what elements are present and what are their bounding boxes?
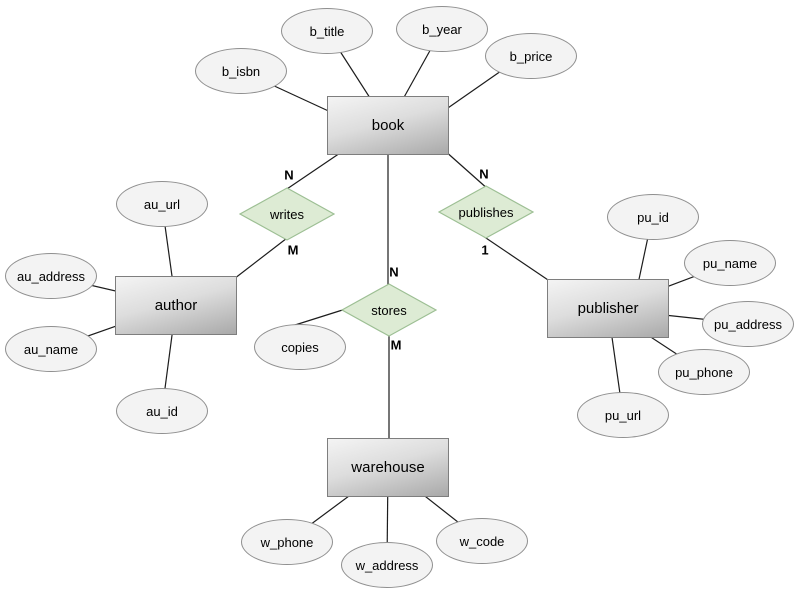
edge-book-writes <box>280 150 344 194</box>
attribute-pu-address: pu_address <box>702 301 794 347</box>
relationship-writes: writes <box>239 187 335 241</box>
relationship-publishes: publishes <box>438 185 534 239</box>
attribute-pu-phone: pu_phone <box>658 349 750 395</box>
attribute-pu-id: pu_id <box>607 194 699 240</box>
relationship-stores-label: stores <box>371 302 407 318</box>
attribute-w-code: w_code <box>436 518 528 564</box>
attribute-b-isbn: b_isbn <box>195 48 287 94</box>
attribute-b-title: b_title <box>281 8 373 54</box>
diamond-shape <box>239 187 335 241</box>
cardinality-publishes-book: N <box>479 166 489 182</box>
attribute-au-name: au_name <box>5 326 97 372</box>
diamond-shape <box>341 283 437 337</box>
attribute-au-address: au_address <box>5 253 97 299</box>
attribute-w-phone: w_phone <box>241 519 333 565</box>
edge-book-publishes <box>443 149 490 191</box>
attribute-au-id: au_id <box>116 388 208 434</box>
cardinality-stores-warehouse: M <box>390 337 402 353</box>
attribute-pu-name: pu_name <box>684 240 776 286</box>
entity-warehouse: warehouse <box>327 438 449 497</box>
entity-author: author <box>115 276 237 335</box>
edge-b-price-book <box>444 70 502 111</box>
diamond-shape <box>438 185 534 239</box>
attribute-b-price: b_price <box>485 33 577 79</box>
attribute-b-year: b_year <box>396 6 488 52</box>
cardinality-publishes-publisher: 1 <box>481 242 489 258</box>
entity-publisher: publisher <box>547 279 669 338</box>
cardinality-writes-book: N <box>284 167 294 183</box>
cardinality-writes-author: M <box>287 242 299 258</box>
relationship-stores: stores <box>341 283 437 337</box>
edge-pu-id-publisher <box>637 236 649 285</box>
attribute-copies: copies <box>254 324 346 370</box>
entity-book: book <box>327 96 449 155</box>
attribute-au-url: au_url <box>116 181 208 227</box>
relationship-writes-label: writes <box>270 206 304 222</box>
attribute-w-address: w_address <box>341 542 433 588</box>
edge-publishes-publisher <box>482 235 555 285</box>
edge-writes-author <box>229 234 292 283</box>
cardinality-stores-book: N <box>389 264 399 280</box>
edge-b-isbn-book <box>269 83 336 115</box>
relationship-publishes-label: publishes <box>458 204 514 220</box>
attribute-pu-url: pu_url <box>577 392 669 438</box>
